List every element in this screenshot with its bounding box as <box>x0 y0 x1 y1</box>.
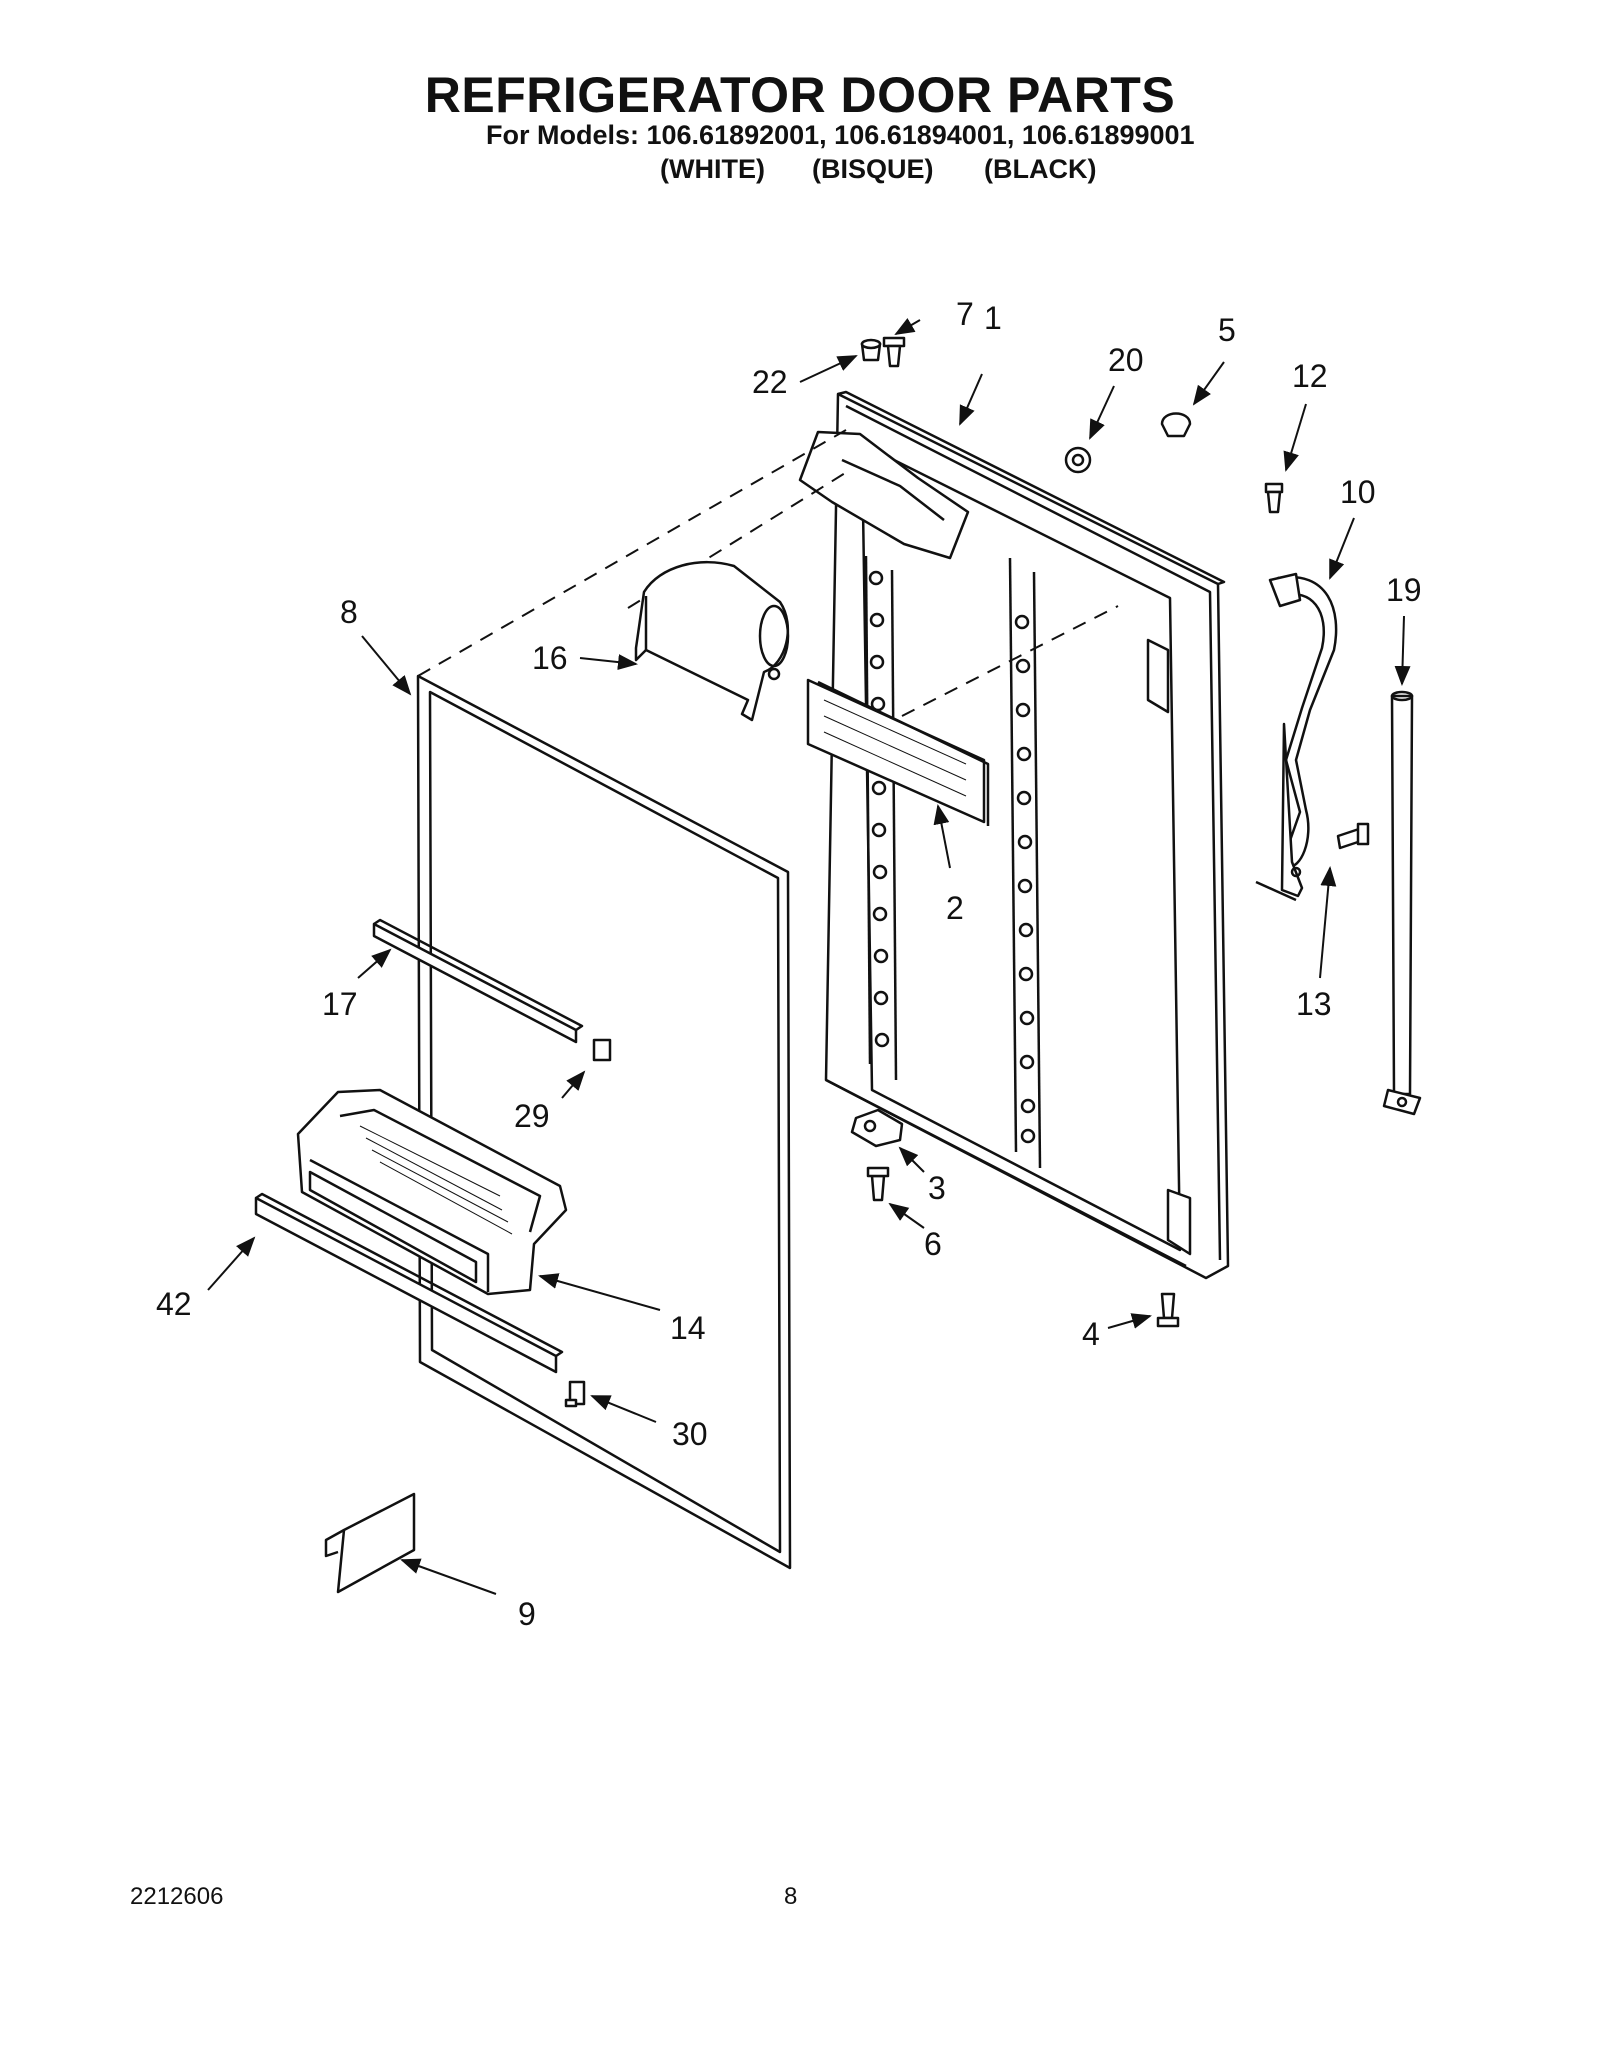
door-rail-bottom <box>254 1192 564 1374</box>
door-gasket <box>416 674 792 1570</box>
screw-4 <box>1156 1292 1180 1328</box>
callout-5: 5 <box>1218 312 1236 348</box>
rail-end-cap-top <box>592 1038 612 1062</box>
callout-19: 19 <box>1386 572 1422 608</box>
screw-13 <box>1336 822 1370 850</box>
variant-black: (BLACK) <box>984 154 1097 184</box>
callout-13: 13 <box>1296 986 1332 1022</box>
screw-7 <box>882 336 906 368</box>
door-rail-top <box>372 918 584 1044</box>
callout-8: 8 <box>340 594 358 630</box>
callout-29: 29 <box>514 1098 550 1134</box>
rail-end-cap-bottom <box>564 1380 586 1408</box>
callout-12: 12 <box>1292 358 1328 394</box>
callout-6: 6 <box>924 1226 942 1262</box>
callout-30: 30 <box>672 1416 708 1452</box>
callout-14: 14 <box>670 1310 706 1346</box>
screw-12 <box>1264 482 1284 514</box>
door-liner <box>798 390 1230 1280</box>
dairy-door <box>634 560 790 722</box>
callout-3: 3 <box>928 1170 946 1206</box>
variant-white: (WHITE) <box>660 154 765 184</box>
variant-bisque: (BISQUE) <box>812 154 934 184</box>
callout-1: 1 <box>984 300 1002 336</box>
callout-20: 20 <box>1108 342 1144 378</box>
page-title: REFRIGERATOR DOOR PARTS <box>424 67 1176 123</box>
door-bin <box>296 1088 568 1296</box>
callout-2: 2 <box>946 890 964 926</box>
page-number: 8 <box>784 1883 798 1910</box>
handle-rod <box>1382 690 1422 1116</box>
callout-22: 22 <box>752 364 788 400</box>
dairy-cover <box>806 678 990 826</box>
door-handle <box>1255 572 1338 902</box>
callout-4: 4 <box>1082 1316 1100 1352</box>
hinge-bracket <box>850 1108 904 1148</box>
callout-16: 16 <box>532 640 568 676</box>
doc-number: 2212606 <box>130 1883 224 1910</box>
door-tab <box>324 1492 416 1594</box>
callout-9: 9 <box>518 1596 536 1632</box>
grommet-20 <box>1064 446 1092 474</box>
callout-17: 17 <box>322 986 358 1022</box>
cap-plug-5 <box>1160 412 1192 438</box>
plug-22 <box>860 338 882 362</box>
callout-7: 7 <box>956 296 974 332</box>
callout-42: 42 <box>156 1286 192 1322</box>
callout-10: 10 <box>1340 474 1376 510</box>
screw-6 <box>866 1166 890 1202</box>
models-line: For Models: 106.61892001, 106.61894001, … <box>486 120 1195 150</box>
leader-lines <box>207 318 1411 1595</box>
